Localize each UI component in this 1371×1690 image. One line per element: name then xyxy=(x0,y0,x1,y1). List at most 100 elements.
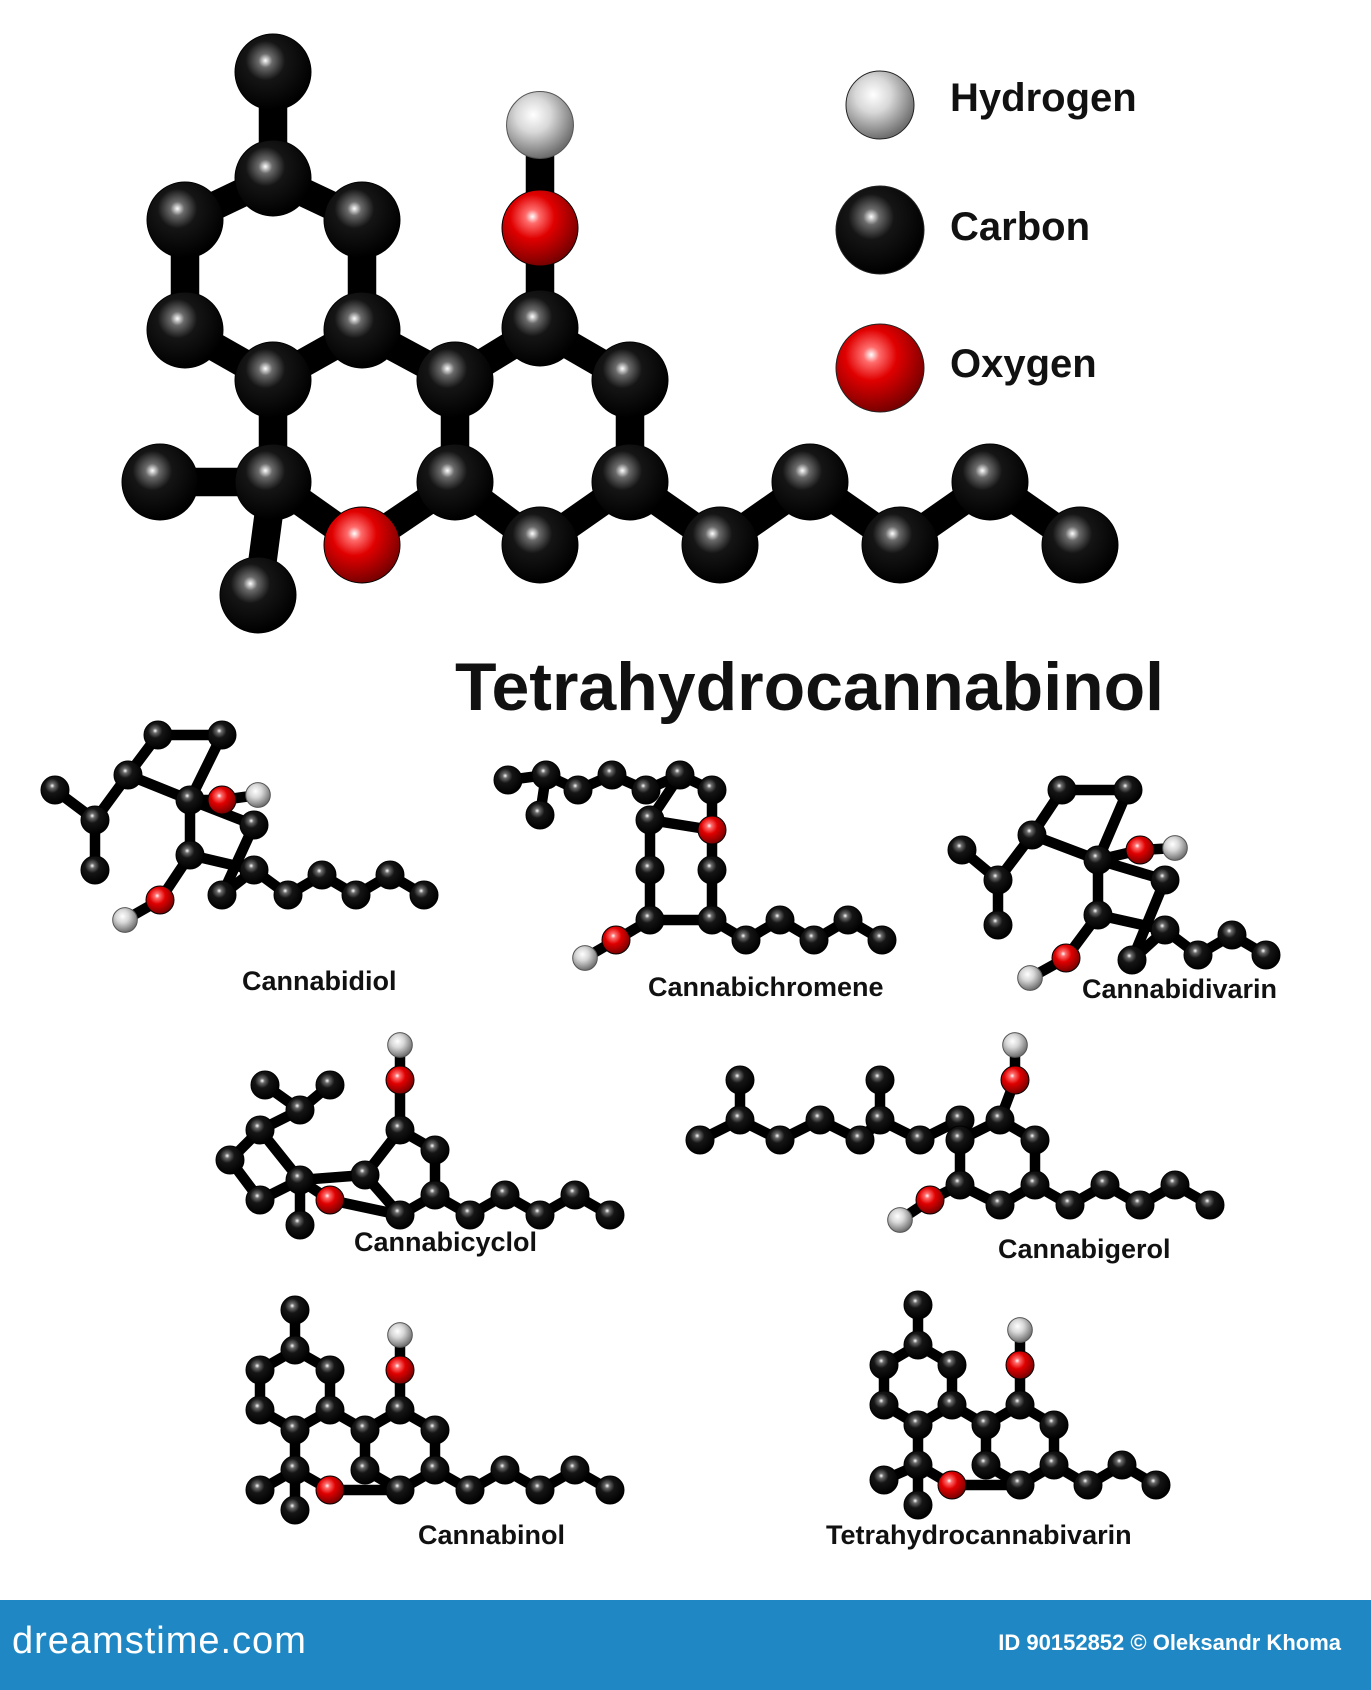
carbon-atom xyxy=(215,1145,245,1175)
carbon-atom xyxy=(323,181,401,259)
carbon-atom xyxy=(697,905,727,935)
carbon-atom xyxy=(280,1455,310,1485)
oxygen-atom xyxy=(1125,835,1155,865)
carbon-atom xyxy=(1039,1450,1069,1480)
carbon-atom xyxy=(315,1355,345,1385)
carbon-atom xyxy=(681,506,759,584)
carbon-atom xyxy=(1113,775,1143,805)
molecule-cannabigerol xyxy=(685,1032,1225,1233)
oxygen-atom xyxy=(145,885,175,915)
carbon-atom xyxy=(983,910,1013,940)
carbon-atom xyxy=(1125,1190,1155,1220)
site-logo[interactable]: dreamstime.com xyxy=(12,1620,307,1662)
hydrogen-atom xyxy=(387,1322,413,1348)
molecule-tetrahydrocannabinol xyxy=(121,33,1119,634)
carbon-atom xyxy=(175,785,205,815)
carbon-atom xyxy=(765,1125,795,1155)
carbon-atom xyxy=(420,1135,450,1165)
carbon-atom xyxy=(490,1455,520,1485)
carbon-atom xyxy=(799,925,829,955)
carbon-atom xyxy=(1083,900,1113,930)
carbon-atom xyxy=(245,1475,275,1505)
molecule-label-tetrahydrocannabivarin: Tetrahydrocannabivarin xyxy=(826,1520,1132,1550)
carbon-atom xyxy=(595,1475,625,1505)
carbon-atom xyxy=(40,775,70,805)
carbon-atom xyxy=(947,835,977,865)
carbon-atom xyxy=(80,855,110,885)
legend-label-oxygen: Oxygen xyxy=(950,342,1097,386)
carbon-atom xyxy=(685,1125,715,1155)
carbon-atom xyxy=(1183,940,1213,970)
molecule-cannabichromene xyxy=(493,760,897,971)
carbon-atom xyxy=(280,1295,310,1325)
legend-label-carbon: Carbon xyxy=(950,205,1090,249)
carbon-atom xyxy=(951,443,1029,521)
oxygen-atom xyxy=(937,1470,967,1500)
molecule-label-cannabinol: Cannabinol xyxy=(418,1520,565,1550)
carbon-atom xyxy=(869,1350,899,1380)
carbon-atom xyxy=(597,760,627,790)
carbon-atom xyxy=(525,800,555,830)
carbon-atom xyxy=(865,1065,895,1095)
carbon-atom xyxy=(239,810,269,840)
carbon-atom xyxy=(1251,940,1281,970)
carbon-atom xyxy=(501,289,579,367)
carbon-atom xyxy=(525,1200,555,1230)
carbon-atom xyxy=(234,341,312,419)
carbon-atom xyxy=(280,1335,310,1365)
carbon-atom xyxy=(375,860,405,890)
molecule-label-cannabigerol: Cannabigerol xyxy=(998,1234,1171,1264)
carbon-atom xyxy=(833,905,863,935)
carbon-atom xyxy=(280,1495,310,1525)
carbon-atom xyxy=(1217,920,1247,950)
carbon-atom xyxy=(350,1455,380,1485)
carbon-atom xyxy=(239,855,269,885)
oxygen-atom xyxy=(207,785,237,815)
carbon-atom xyxy=(1090,1170,1120,1200)
molecule-cannabicyclol xyxy=(215,1032,625,1240)
carbon-atom xyxy=(285,1095,315,1125)
carbon-atom xyxy=(420,1180,450,1210)
carbon-atom xyxy=(697,775,727,805)
carbon-atom xyxy=(416,443,494,521)
carbon-atom xyxy=(725,1105,755,1135)
carbon-atom xyxy=(146,291,224,369)
carbon-legend-sphere xyxy=(835,185,925,275)
carbon-atom xyxy=(1055,1190,1085,1220)
carbon-atom xyxy=(280,1415,310,1445)
carbon-atom xyxy=(146,181,224,259)
carbon-atom xyxy=(234,443,312,521)
carbon-atom xyxy=(143,720,173,750)
carbon-atom xyxy=(937,1390,967,1420)
carbon-atom xyxy=(350,1415,380,1445)
carbon-atom xyxy=(1160,1170,1190,1200)
carbon-atom xyxy=(121,443,199,521)
carbon-atom xyxy=(1020,1170,1050,1200)
oxygen-atom xyxy=(915,1185,945,1215)
oxygen-atom xyxy=(697,815,727,845)
footer-bar: dreamstime.com ID 90152852 © Oleksandr K… xyxy=(0,1600,1371,1690)
carbon-atom xyxy=(563,775,593,805)
carbon-atom xyxy=(245,1395,275,1425)
carbon-atom xyxy=(971,1450,1001,1480)
carbon-atom xyxy=(420,1455,450,1485)
carbon-atom xyxy=(945,1170,975,1200)
carbon-atom xyxy=(771,443,849,521)
molecule-illustration xyxy=(40,33,1281,1525)
molecule-cannabidiol xyxy=(40,720,439,933)
oxygen-atom xyxy=(1000,1065,1030,1095)
hydrogen-atom xyxy=(506,91,574,159)
carbon-atom xyxy=(1017,820,1047,850)
carbon-atom xyxy=(420,1415,450,1445)
hydrogen-atom xyxy=(245,782,271,808)
carbon-atom xyxy=(341,880,371,910)
hydrogen-atom xyxy=(1007,1317,1033,1343)
carbon-atom xyxy=(903,1330,933,1360)
carbon-atom xyxy=(905,1125,935,1155)
carbon-atom xyxy=(985,1190,1015,1220)
carbon-atom xyxy=(865,1105,895,1135)
carbon-atom xyxy=(1141,1470,1171,1500)
carbon-atom xyxy=(937,1350,967,1380)
carbon-atom xyxy=(1073,1470,1103,1500)
carbon-atom xyxy=(245,1115,275,1145)
